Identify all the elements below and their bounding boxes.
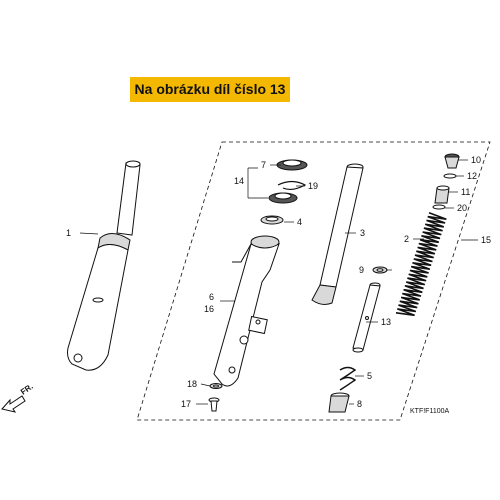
callout-15: 15	[481, 235, 491, 245]
part-10-fork-bolt	[444, 153, 460, 169]
direction-arrow-icon	[1, 395, 26, 413]
callout-3: 3	[360, 228, 365, 238]
direction-label: FR.	[19, 382, 35, 397]
part-7-dust-seal	[276, 159, 308, 171]
part-9-washer	[372, 266, 388, 274]
callout-19: 19	[308, 181, 318, 191]
callout-2: 2	[404, 234, 409, 244]
part-18-sealing-washer	[209, 383, 223, 389]
callout-1: 1	[66, 228, 71, 238]
part-11-collar	[434, 185, 450, 204]
part-4-back-up-ring	[260, 215, 284, 225]
callout-14: 14	[234, 176, 244, 186]
callout-9: 9	[359, 265, 364, 275]
leader-lines	[79, 159, 478, 405]
callout-7: 7	[261, 160, 266, 170]
part-20-spring-seat	[432, 204, 446, 210]
diagram-code: KTF!F1100A	[410, 408, 449, 415]
callout-12: 12	[467, 171, 477, 181]
callout-6: 6	[209, 292, 214, 302]
callout-labels: 1 2 3 4 5 6 7 8 9 10 11 12 13 14 15 16 1…	[66, 155, 491, 409]
callout-5: 5	[367, 371, 372, 381]
part-2-fork-spring	[395, 212, 447, 317]
assembly-boundary	[136, 141, 491, 421]
part-8-oil-lock-piece	[328, 392, 350, 413]
part-12-o-ring	[443, 173, 457, 179]
part-19-snap-ring	[277, 180, 307, 191]
part-17-socket-bolt	[208, 397, 220, 412]
callout-11: 11	[461, 187, 470, 197]
front-direction-indicator: FR.	[1, 382, 35, 413]
callout-8: 8	[357, 399, 362, 409]
callout-18: 18	[187, 379, 197, 389]
callout-20: 20	[457, 203, 467, 213]
callout-10: 10	[471, 155, 481, 165]
callout-16: 16	[204, 304, 214, 314]
callout-17: 17	[181, 399, 191, 409]
callout-13: 13	[381, 317, 391, 327]
part-19-oil-seal	[268, 192, 298, 204]
part-5-rebound-spring	[339, 366, 357, 391]
part-3-fork-tube	[311, 163, 364, 305]
part-6-fork-slider	[213, 235, 280, 387]
callout-4: 4	[297, 217, 302, 227]
part-13-fork-piece	[352, 282, 381, 353]
part-number-banner: Na obrázku díl číslo 13	[130, 77, 290, 102]
part-1-front-fork-assembly	[67, 160, 141, 371]
